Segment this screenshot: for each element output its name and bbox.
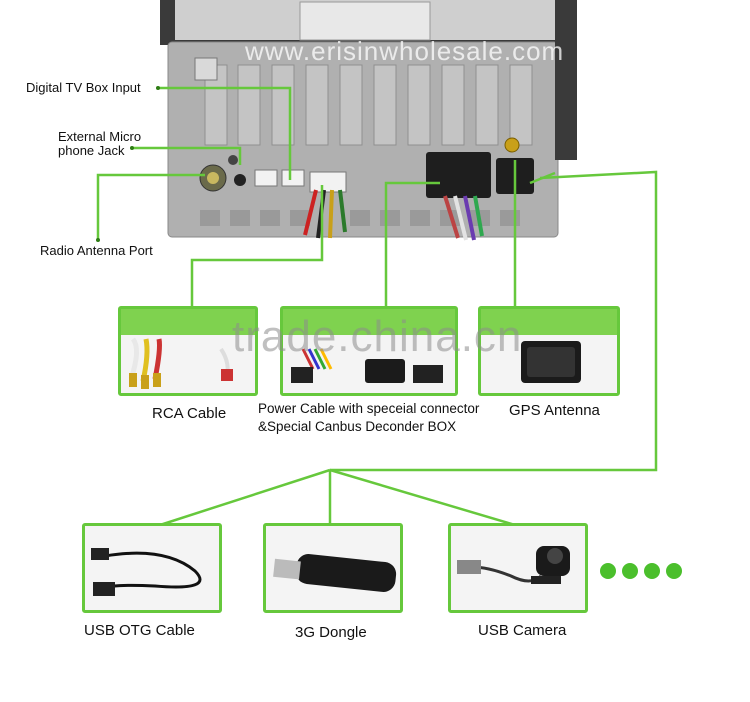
caption-3g-dongle: 3G Dongle	[295, 624, 367, 641]
watermark-top: www.erisinwholesale.com	[245, 36, 565, 66]
label-digital-tv-box-input: Digital TV Box Input	[26, 80, 141, 95]
3g-dongle-box	[263, 523, 403, 613]
caption-gps-antenna: GPS Antenna	[509, 402, 600, 419]
label-external-microphone-line2: phone Jack	[58, 143, 125, 158]
label-external-microphone-line1: External Micro	[58, 129, 142, 144]
watermark-middle: trade.china.cn	[232, 312, 523, 361]
rca-cable-box	[118, 306, 258, 396]
usb-camera-image	[457, 546, 570, 584]
3g-dongle-image	[273, 554, 397, 592]
power-cable-image	[283, 309, 455, 383]
rca-cable-image	[121, 309, 255, 389]
caption-usb-otg-cable: USB OTG Cable	[84, 622, 195, 639]
caption-rca-cable: RCA Cable	[152, 405, 227, 422]
usb-otg-cable-box	[82, 523, 222, 613]
power-cable-box	[280, 306, 458, 396]
caption-power-cable-line2: &Special Canbus Deconder BOX	[258, 419, 457, 434]
usb-camera-box	[448, 523, 588, 613]
gps-antenna-image	[481, 309, 617, 383]
gps-antenna-box	[478, 306, 620, 396]
usb-otg-cable-image	[91, 548, 202, 596]
label-radio-antenna-port: Radio Antenna Port	[40, 243, 153, 258]
caption-usb-camera: USB Camera	[478, 622, 567, 639]
caption-power-cable-line1: Power Cable with speceial connector	[258, 401, 480, 416]
